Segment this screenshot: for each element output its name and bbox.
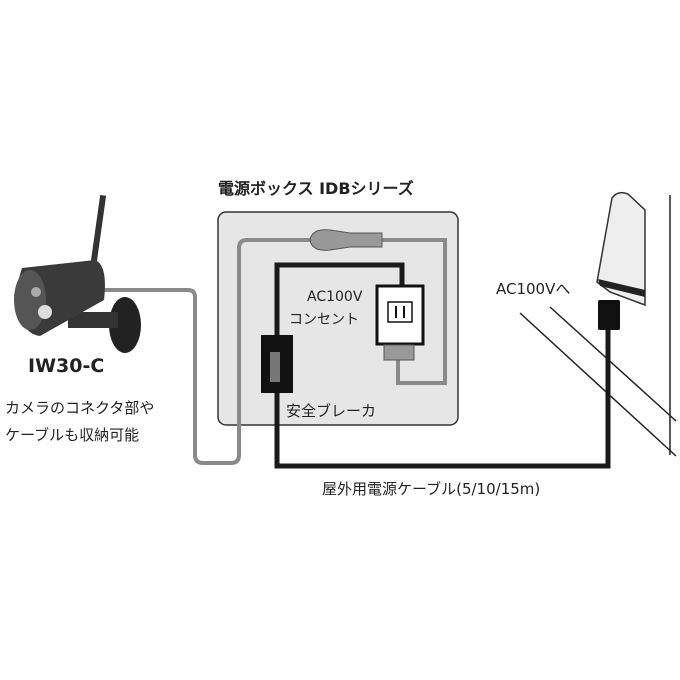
outlet-socket-icon: [387, 301, 413, 323]
camera-note-line1: カメラのコネクタ部や: [5, 399, 155, 417]
outdoor-plug: [598, 300, 620, 330]
power-cable: [274, 262, 611, 469]
wall-diagonal-2: [549, 306, 677, 422]
camera-note-line2: ケーブルも収納可能: [5, 426, 140, 444]
outdoor-outlet-cover-band: [598, 279, 645, 297]
power-box-title: 電源ボックス IDBシリーズ: [218, 179, 414, 198]
breaker-label: 安全ブレーカ: [286, 402, 377, 420]
ac-adapter-plug: [383, 344, 415, 361]
camera-model-label: IW30-C: [28, 355, 105, 377]
outlet-label-line2: コンセント: [289, 312, 359, 328]
outlet-label-line1: AC100V: [307, 289, 363, 305]
camera-cable: [100, 238, 447, 465]
dc-connector: [309, 229, 383, 251]
wall-diagonal-1: [519, 312, 677, 457]
outdoor-outlet-cover: [596, 191, 646, 307]
cable-label: 屋外用電源ケーブル(5/10/15m): [322, 480, 541, 498]
camera-icon: [14, 194, 141, 353]
mains-label: AC100Vへ: [496, 280, 571, 298]
